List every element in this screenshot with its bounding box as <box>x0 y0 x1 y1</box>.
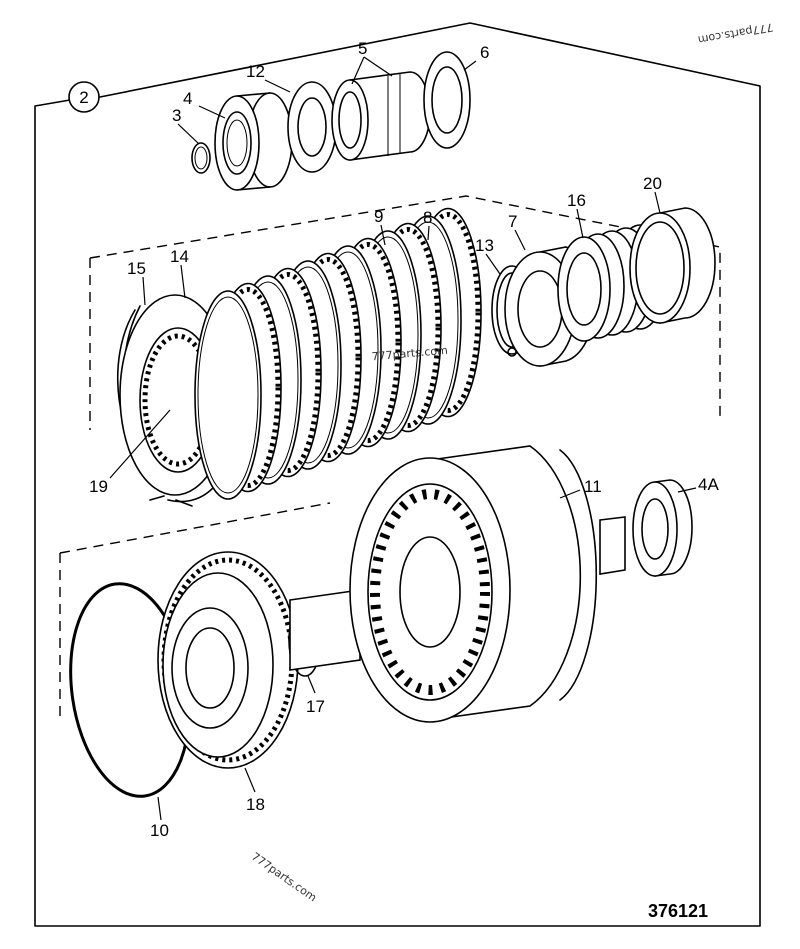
clutch-plate-teeth <box>295 257 361 458</box>
part-6-washer <box>423 51 471 149</box>
clutch-plate-teeth <box>335 242 401 443</box>
callout-4: 4 <box>183 89 192 108</box>
callout-18: 18 <box>246 795 265 814</box>
callout-5: 5 <box>358 39 367 58</box>
callout-6: 6 <box>480 43 489 62</box>
callout-labels: 3 4 12 5 6 15 14 9 8 7 13 16 20 19 11 4A… <box>89 39 719 840</box>
part-5-sleeve <box>331 71 431 161</box>
part-12-spacer <box>287 81 337 173</box>
group-badge-text: 2 <box>79 88 88 107</box>
frame-outline <box>34 22 761 927</box>
callout-11: 11 <box>584 477 602 496</box>
callout-9: 9 <box>374 207 383 226</box>
callout-14: 14 <box>170 247 189 266</box>
watermark-top-right: 777parts.com <box>697 20 774 46</box>
clutch-plate-teeth <box>255 272 321 473</box>
callout-15: 15 <box>127 259 146 278</box>
callout-10: 10 <box>150 821 169 840</box>
clutch-plate <box>194 290 262 500</box>
part-3-snap-ring <box>191 142 211 174</box>
callout-19: 19 <box>89 477 108 496</box>
part-4a-bearing <box>632 479 693 577</box>
clutch-plate-teeth <box>197 296 259 494</box>
callout-7: 7 <box>508 212 517 231</box>
part-9-8-clutch-disc-stack <box>194 207 482 500</box>
group-badge: 2 <box>68 81 100 113</box>
clutch-plate-teeth <box>415 212 481 413</box>
callout-20: 20 <box>643 174 662 193</box>
callout-12: 12 <box>246 62 265 81</box>
watermark-bottom: 777parts.com <box>249 850 319 904</box>
clutch-plate-teeth <box>215 287 281 488</box>
part-19-circlip <box>149 495 193 507</box>
part-4-bearing <box>214 92 293 191</box>
callout-13: 13 <box>475 236 494 255</box>
callout-4a: 4A <box>698 475 719 494</box>
callout-17: 17 <box>306 697 325 716</box>
leader-lines <box>109 56 697 821</box>
callout-16: 16 <box>567 191 586 210</box>
part-11-drum-shaft <box>289 445 626 723</box>
callout-3: 3 <box>172 106 181 125</box>
figure-number: 376121 <box>648 901 708 921</box>
clutch-plate-teeth <box>375 227 441 428</box>
part-20-cup <box>629 207 716 324</box>
part-18-hub <box>157 551 299 769</box>
callout-8: 8 <box>423 208 432 227</box>
